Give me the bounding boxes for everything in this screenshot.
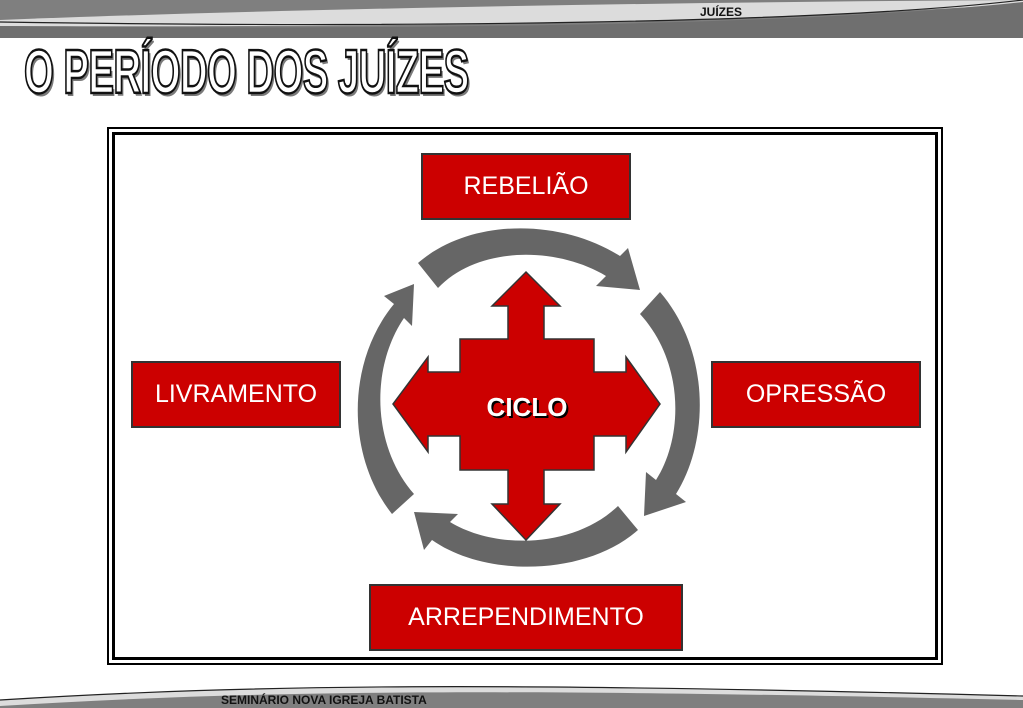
stage-opressao: OPRESSÃO (711, 361, 921, 428)
cycle-arrow-top (418, 228, 640, 290)
four-way-arrow (392, 270, 661, 542)
diagram-frame-inner (112, 132, 938, 660)
cycle-center-label: CICLO (486, 392, 568, 422)
stage-livramento: LIVRAMENTO (131, 361, 341, 428)
footer-org-name: SEMINÁRIO NOVA IGREJA BATISTA (221, 693, 427, 707)
page-title: O PERÍODO DOS JUÍZES (23, 38, 470, 107)
cycle-arrow-left (357, 284, 414, 514)
cycle-arrow-right (640, 292, 700, 516)
cycle-arrow-bottom (414, 506, 638, 567)
cycle-arrows (357, 228, 700, 567)
stage-arrependimento: ARREPENDIMENTO (369, 584, 683, 651)
header-section-label: JUÍZES (700, 5, 743, 19)
stage-rebeliao: REBELIÃO (421, 153, 631, 220)
footer-band (0, 686, 1023, 708)
header-band (0, 0, 1023, 38)
